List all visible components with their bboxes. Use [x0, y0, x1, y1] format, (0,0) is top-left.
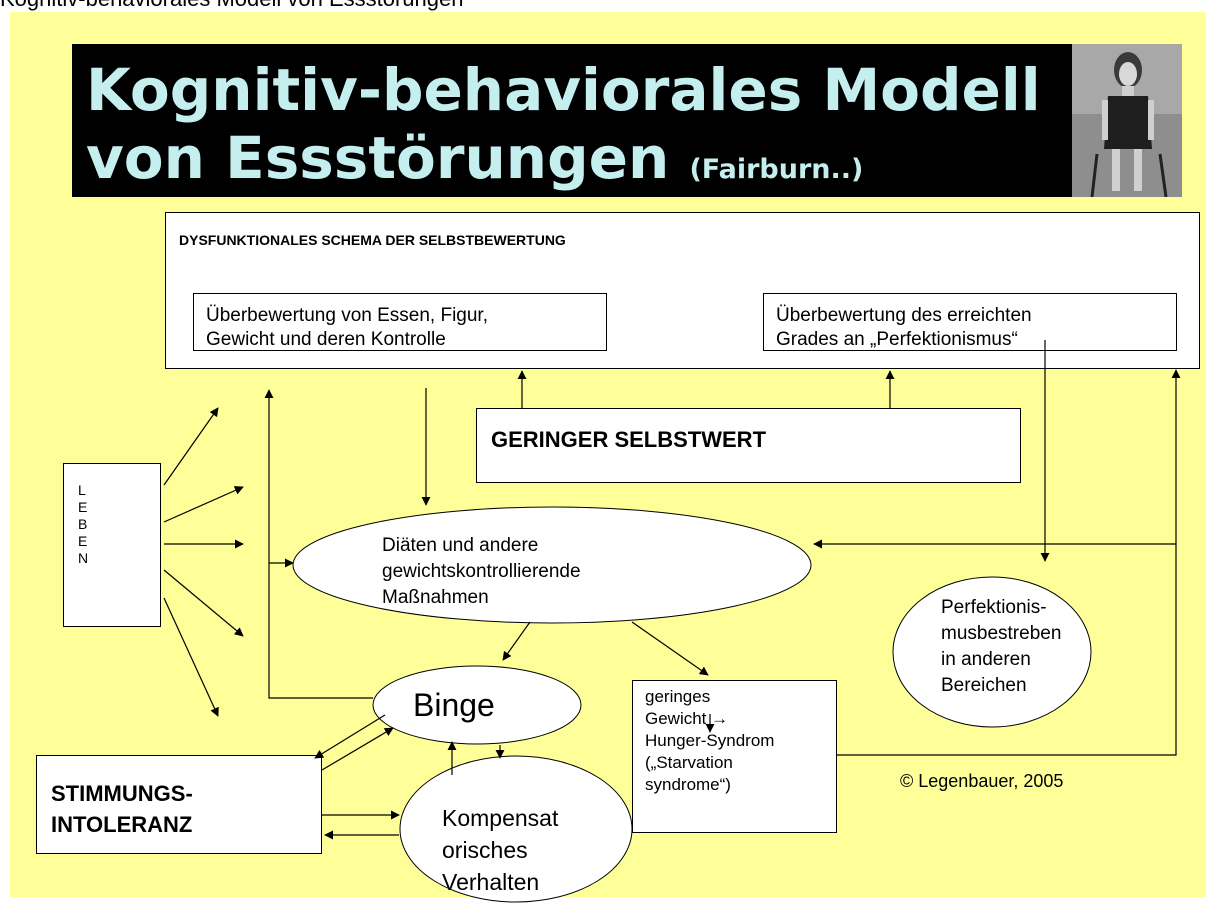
starvation-line: Hunger-Syndrom: [645, 731, 775, 750]
schema-header: DYSFUNKTIONALES SCHEMA DER SELBSTBEWERTU…: [179, 232, 566, 248]
perfectionism-text-line: Bereichen: [941, 675, 1027, 696]
starvation-line: Gewicht →: [645, 709, 729, 728]
perfectionism-text-line: Perfektionis-: [941, 597, 1047, 618]
starvation-line: („Starvation: [645, 753, 733, 772]
arrow-binge-mood: [314, 714, 386, 759]
overvaluation-perfectionism-box: Überbewertung des erreichten Grades an „…: [763, 293, 1177, 351]
leben-letter: L: [78, 482, 86, 498]
low-self-worth-box: GERINGER SELBSTWERT: [476, 408, 1021, 483]
low-self-worth-label: GERINGER SELBSTWERT: [491, 427, 767, 452]
binge-label: Binge: [413, 687, 495, 723]
title-suffix: (Fairburn..): [689, 154, 864, 185]
arrow-starvation-schema: [837, 369, 1181, 756]
arrow-leben-2: [163, 486, 244, 523]
arrow-leben-4: [163, 569, 244, 637]
compensatory-text-line: orisches: [442, 837, 528, 863]
mood-intolerance-line-1: STIMMUNGS-: [51, 781, 193, 806]
starvation-line: geringes: [645, 687, 711, 706]
diets-text-line: gewichtskontrollierende: [382, 561, 581, 582]
title-line-2-text: von Essstörungen: [86, 124, 670, 192]
perfectionism-text-line: in anderen: [941, 649, 1031, 670]
overvaluation-food-box: Überbewertung von Essen, Figur, Gewicht …: [193, 293, 607, 351]
perfectionism-ellipse: [892, 576, 1092, 728]
arrow-leben-1: [163, 407, 219, 486]
arrow-binge-schema: [264, 389, 373, 699]
overvaluation-food-line-2: Gewicht und deren Kontrolle: [206, 329, 446, 350]
leben-letter: E: [78, 499, 88, 515]
leben-letter: N: [78, 550, 89, 566]
overvaluation-perf-line-2: Grades an „Perfektionismus“: [776, 329, 1018, 350]
diets-text-line: Diäten und andere: [382, 535, 538, 556]
title-line-2: von Essstörungen (Fairburn..): [86, 124, 863, 192]
overvaluation-food-line-1: Überbewertung von Essen, Figur,: [206, 305, 488, 326]
title-banner: [72, 44, 1072, 197]
compensatory-ellipse: [399, 755, 633, 903]
mood-intolerance-line-2: INTOLERANZ: [51, 812, 193, 837]
diets-text-line: Maßnahmen: [382, 587, 489, 608]
starvation-line: syndrome“): [645, 775, 731, 794]
top-caption: Kognitiv-behaviorales Modell von Essstör…: [0, 0, 463, 12]
leben-letter: E: [78, 533, 88, 549]
overvaluation-perf-line-1: Überbewertung des erreichten: [776, 305, 1032, 326]
photo-illustration: [1072, 44, 1182, 197]
arrow-leben-5: [163, 597, 219, 717]
compensatory-text-line: Kompensat: [442, 805, 559, 831]
photo-image: [1072, 44, 1182, 197]
leben-letter: B: [78, 516, 88, 532]
mood-intolerance-box: STIMMUNGS- INTOLERANZ: [36, 755, 322, 854]
compensatory-text-line: Verhalten: [442, 869, 539, 895]
title-line-1: Kognitiv-behaviorales Modell: [86, 56, 1041, 124]
perfectionism-text-line: musbestreben: [941, 623, 1061, 644]
arrow-diets-starvation: [631, 621, 709, 676]
arrow-diets-binge: [502, 621, 531, 661]
copyright-note: © Legenbauer, 2005: [900, 771, 1064, 791]
starvation-syndrome-box: geringes Gewicht → Hunger-Syndrom („Star…: [632, 680, 837, 833]
arrow-mood-binge: [321, 727, 394, 771]
leben-box: L E B E N: [63, 463, 161, 627]
binge-ellipse: [372, 665, 582, 745]
